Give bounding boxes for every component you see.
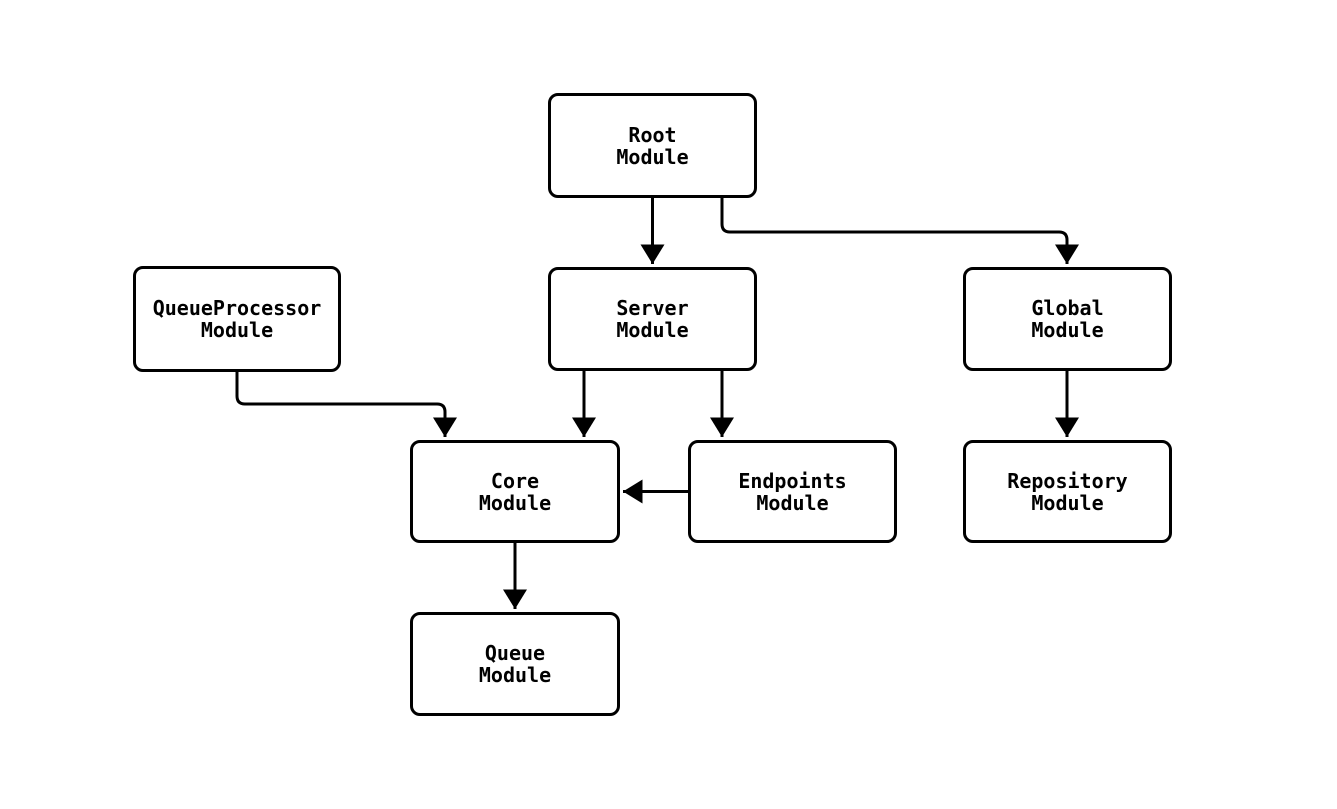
edge-queueprocessor-to-core (235, 372, 457, 437)
node-repository-module-label: Repository Module (1007, 468, 1128, 515)
node-queueprocessor-module: QueueProcessor Module (133, 266, 341, 372)
node-core-module: Core Module (410, 440, 620, 543)
node-queue-module: Queue Module (410, 612, 620, 716)
node-root-module-label: Root Module (616, 122, 689, 169)
node-server-module-label: Server Module (616, 296, 689, 342)
node-endpoints-module: Endpoints Module (688, 440, 897, 543)
node-global-module: Global Module (963, 267, 1172, 371)
node-queueprocessor-module-label: QueueProcessor Module (152, 296, 322, 342)
edge-root-to-global (720, 198, 1079, 264)
node-global-module-label: Global Module (1031, 296, 1104, 342)
node-server-module: Server Module (548, 267, 757, 371)
node-repository-module: Repository Module (963, 440, 1172, 543)
node-queue-module-label: Queue Module (478, 641, 552, 687)
node-core-module-label: Core Module (478, 468, 552, 515)
node-endpoints-module-label: Endpoints Module (738, 468, 847, 515)
node-root-module: Root Module (548, 93, 757, 198)
